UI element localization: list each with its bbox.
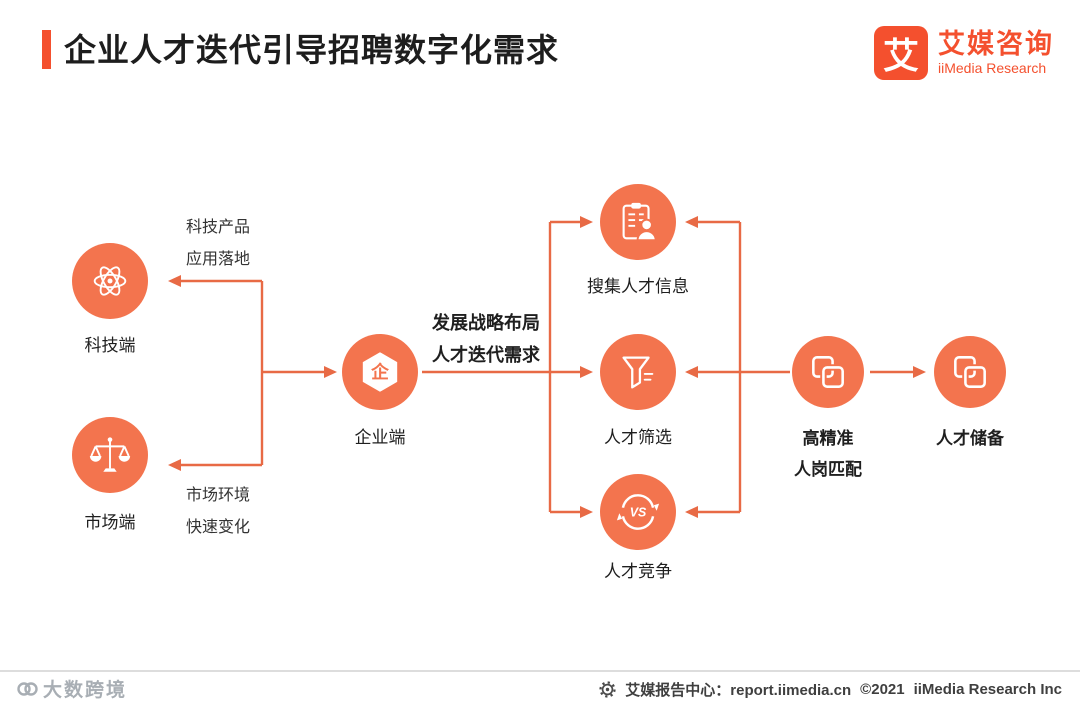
tech-node (72, 243, 148, 319)
title-accent-bar (42, 30, 51, 69)
collect-node-label: 搜集人才信息 (587, 277, 689, 296)
overlapping-squares-icon (954, 356, 988, 390)
enterprise-node: 企 (342, 334, 418, 410)
watermark-logo-icon (17, 681, 38, 696)
match-node-label-line2: 人岗匹配 (794, 460, 862, 479)
iimedia-logo: 艾 艾媒咨询 iiMedia Research (874, 26, 1054, 80)
match-node (792, 336, 864, 408)
page-title: 企业人才迭代引导招聘数字化需求 (64, 32, 560, 68)
strategy-note-line1: 发展战略布局 (432, 313, 540, 333)
clipboard-person-icon (622, 202, 657, 242)
compete-node: VS (600, 474, 676, 550)
tech-node-label: 科技端 (84, 336, 136, 355)
company-text: iiMedia Research Inc (913, 681, 1062, 698)
iimedia-logo-mark: 艾 (874, 26, 928, 80)
enterprise-node-label: 企业端 (354, 428, 406, 447)
enterprise-glyph: 企 (370, 361, 389, 382)
report-gear-icon (599, 681, 616, 698)
vs-glyph: VS (630, 505, 647, 519)
compete-node-label: 人才竞争 (604, 562, 672, 581)
copyright-text: ©2021 (860, 681, 905, 698)
market-note-line1: 市场环境 (185, 487, 250, 504)
overlapping-squares-icon (812, 356, 846, 390)
footer-info: 艾媒报告中心：report.iimedia.cn ©2021 iiMedia R… (599, 679, 1062, 700)
logo-name-en: iiMedia Research (938, 60, 1047, 76)
footer-divider (0, 670, 1080, 672)
report-center-text: 艾媒报告中心：report.iimedia.cn (625, 682, 852, 699)
screen-node-label: 人才筛选 (604, 428, 672, 447)
tech-note-line2: 应用落地 (185, 251, 250, 268)
reserve-node-label: 人才储备 (936, 429, 1004, 448)
atom-icon (93, 266, 127, 296)
iimedia-logo-text: 艾媒咨询 iiMedia Research (938, 29, 1054, 77)
market-node-label: 市场端 (84, 513, 136, 532)
balance-scale-icon (89, 437, 131, 472)
watermark: 大数跨境 (16, 675, 127, 702)
market-node (72, 417, 148, 493)
vs-cycle-icon: VS (616, 494, 660, 530)
market-note-line2: 快速变化 (185, 519, 250, 536)
collect-node (600, 184, 676, 260)
reserve-node (934, 336, 1006, 408)
logo-name-cn: 艾媒咨询 (938, 29, 1054, 59)
funnel-icon (622, 356, 654, 389)
screen-node (600, 334, 676, 410)
hexagon-enterprise-icon: 企 (362, 352, 398, 392)
match-node-label-line1: 高精准 (802, 429, 854, 448)
watermark-text: 大数跨境 (43, 680, 128, 701)
tech-note-line1: 科技产品 (185, 219, 250, 236)
strategy-note-line2: 人才迭代需求 (432, 345, 540, 365)
